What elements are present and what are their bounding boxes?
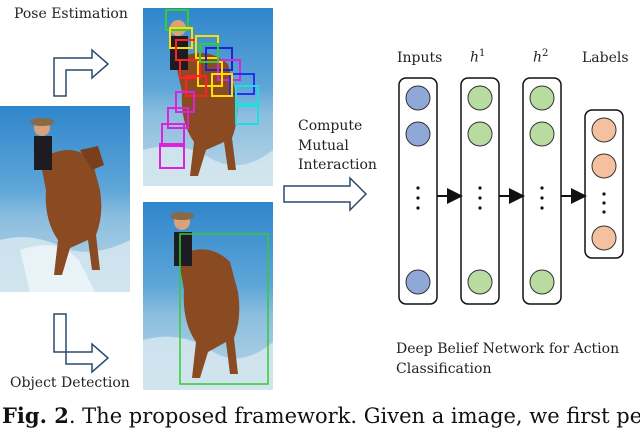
input-node (405, 269, 431, 295)
pose-part-boxes (159, 9, 259, 169)
h1-node (467, 85, 493, 111)
dbn-caption-line1: Deep Belief Network for Action (396, 341, 620, 357)
h1-header: h1 (470, 48, 486, 66)
label-node (591, 153, 617, 179)
object-detection-photo (143, 202, 273, 390)
detection-box (179, 233, 269, 385)
labels-column (584, 109, 624, 259)
dbn-network (398, 77, 624, 305)
figure-caption: Fig. 2. The proposed framework. Given a … (2, 403, 640, 428)
compute-label-line1: Compute (298, 118, 363, 134)
h1-node (467, 121, 493, 147)
label-node (591, 225, 617, 251)
compute-label-line2: Mutual (298, 138, 349, 154)
ellipsis-dots (416, 186, 606, 214)
h2-node (529, 85, 555, 111)
compute-arrow (283, 176, 368, 212)
object-detection-label: Object Detection (10, 375, 130, 391)
inputs-header: Inputs (397, 50, 443, 66)
h2-node (529, 269, 555, 295)
dbn-caption-line2: Classification (396, 361, 492, 377)
pose-estimation-photo (143, 8, 273, 186)
pose-arrow (53, 48, 110, 97)
input-photo (0, 106, 130, 292)
input-node (405, 85, 431, 111)
h2-header: h2 (533, 48, 549, 66)
pose-estimation-label: Pose Estimation (14, 6, 128, 22)
h2-node (529, 121, 555, 147)
compute-label-line3: Interaction (298, 157, 377, 173)
caption-text: . The proposed framework. Given a image,… (68, 404, 640, 428)
figure-number: Fig. 2 (2, 403, 69, 428)
object-arrow (53, 313, 110, 374)
labels-header: Labels (582, 50, 629, 66)
input-node (405, 121, 431, 147)
label-node (591, 117, 617, 143)
h1-node (467, 269, 493, 295)
